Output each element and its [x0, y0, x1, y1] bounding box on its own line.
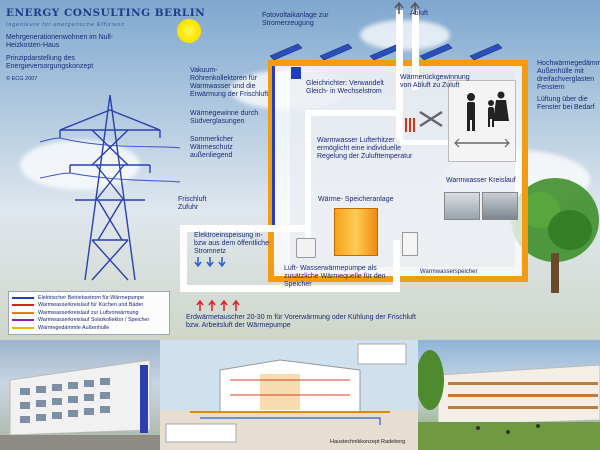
exhaust-pipe [396, 10, 403, 140]
family-icon [454, 91, 510, 148]
legend-item: Warmwasserkreislauf Solarkollektor / Spe… [12, 317, 166, 325]
heat-storage-tank [334, 208, 378, 256]
label-lueftung: Lüftung über die Fenster bei Bedarf [537, 96, 595, 111]
label-warmwasserspeicher: Warmwasserspeicher [420, 269, 478, 275]
legend-swatch [12, 326, 34, 329]
concept-title: Prinzipdarstellung des Energieversorgung… [6, 55, 94, 70]
heat-exchanger-icon [419, 110, 443, 128]
electric-line [272, 66, 275, 226]
sun-icon [177, 19, 201, 43]
exhaust-arrow-icon [394, 1, 420, 14]
label-elektroeinspeisung: Elektroeinspeisung in- bzw aus dem öffen… [194, 232, 269, 255]
label-kreislauf: Warmwasser Kreislauf [446, 177, 516, 184]
label-frischluft: Frischluft Zufuhr [178, 196, 207, 211]
ground-pipe [180, 285, 400, 292]
tree [511, 178, 599, 293]
photo-concept-section: Haustechnikkonzept Radeberg [160, 340, 418, 450]
air-pipe [305, 110, 311, 240]
legend-item: Warmwasserkreislauf zur Luftvorwärmung [12, 309, 166, 317]
legend-swatch [12, 311, 34, 314]
label-waermepumpe: Luft- Wasserwärmepumpe als zusätzliche W… [284, 265, 386, 288]
solar-panels [270, 43, 503, 61]
air-pipe [305, 110, 397, 116]
photo-building-right [418, 340, 600, 450]
energy-concept-diagram: ENERGY CONSULTING BERLIN Ingenieure für … [0, 0, 600, 340]
legend-swatch [12, 319, 34, 322]
label-gleichrichter: Gleichrichter: Verwandelt Gleich- in Wec… [306, 80, 384, 95]
heat-pump-unit [296, 238, 316, 258]
ground-heat-arrows-icon [196, 299, 240, 311]
company-title: ENERGY CONSULTING BERLIN [6, 7, 206, 19]
project-title: Mehrgenerationenwohnen im Null-Heizkoste… [6, 34, 114, 49]
legend-item: Elektrischer Betriebsstrom für Wärmepump… [12, 294, 166, 302]
photo-building-left [0, 340, 160, 450]
legend-swatch [12, 296, 34, 299]
legend-item: Warmwasserkreislauf für Küchen und Bäder [12, 302, 166, 310]
cooling-arrows-icon [194, 257, 226, 267]
ground-pipe [393, 240, 400, 292]
building-render [0, 359, 160, 450]
inverter-box [291, 67, 301, 79]
exhaust-pipe [412, 10, 419, 90]
label-huelle: Hochwärmegedämmte Außenhülle mit dreifac… [537, 60, 600, 91]
label-erdwaerme: Erdwärmetauscher 20-30 m für Vorerwärmun… [186, 314, 416, 329]
legend-swatch [12, 304, 34, 307]
shower-icon [444, 192, 480, 220]
fresh-air-pipe [180, 225, 187, 290]
power-pylon [40, 94, 180, 281]
fresh-air-pipe [180, 225, 310, 232]
tap-icon [482, 192, 518, 220]
section-drawing [160, 340, 418, 450]
legend-item: Wärmegedämmte Außenhülle [12, 324, 166, 332]
label-speicheranlage: Wärme- Speicheranlage [318, 196, 394, 203]
label-abluft: Abluft [410, 10, 428, 17]
cloud [360, 20, 450, 50]
label-vakuum: Vakuum-Röhrenkollektoren für Warmwasser … [190, 67, 269, 98]
label-waermerueck: Wärmerückgewinnung von Abluft zu Zuluft [400, 74, 470, 89]
label-lufterhitzer: Warmwasser Lufterhitzer ermöglicht eine … [317, 137, 413, 160]
company-subtitle: Ingenieure für energetische Effizienz [6, 22, 125, 28]
label-sommerlicher: Sommerlicher Wärmeschutz außenliegend [190, 136, 234, 159]
hot-water-storage [402, 232, 418, 256]
thumb-caption: Haustechnikkonzept Radeberg [330, 439, 406, 445]
legend: Elektrischer Betriebsstrom für Wärmepump… [8, 291, 170, 335]
copyright: © ECG 2007 [6, 76, 38, 82]
ventilation-room [448, 80, 516, 162]
label-waermegewinne: Wärmegewinne durch Südverglasungen [190, 110, 259, 125]
building-render-garden [418, 350, 600, 450]
air-heater-icon [405, 118, 415, 132]
label-fotovoltaik: Fotovoltaikanlage zur Stromerzeugung [262, 12, 329, 27]
